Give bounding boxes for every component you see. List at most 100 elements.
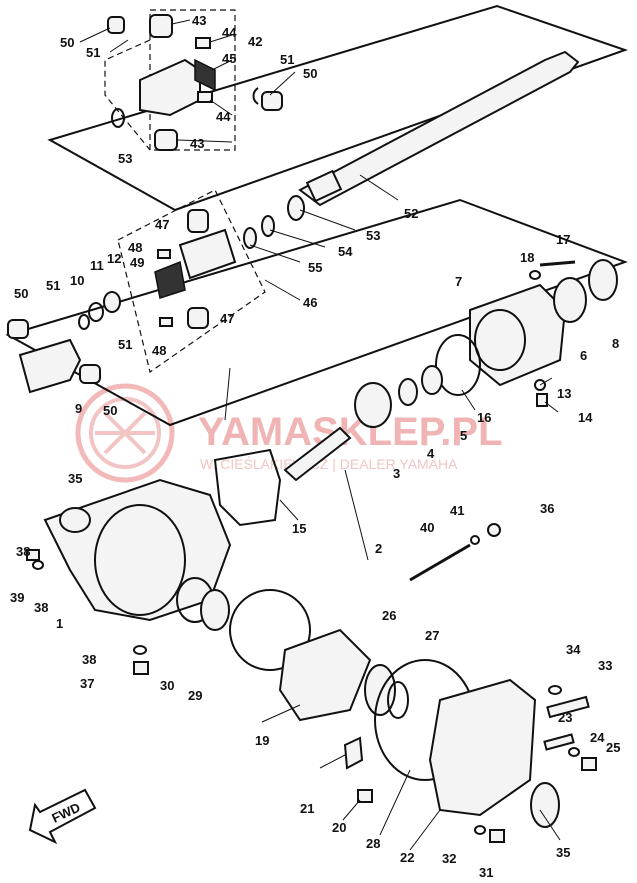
callout-11: 11 bbox=[90, 258, 104, 273]
callout-30: 30 bbox=[160, 678, 174, 693]
bolt-31 bbox=[489, 829, 505, 843]
callout-51: 51 bbox=[86, 45, 100, 60]
callout-6: 6 bbox=[580, 348, 587, 363]
circlip-48-top bbox=[157, 249, 171, 259]
washer-34 bbox=[548, 685, 562, 695]
shim-27 bbox=[387, 681, 409, 719]
callout-numbers: 50 51 43 44 42 45 51 50 44 43 53 52 53 5… bbox=[10, 13, 620, 880]
callout-36: 36 bbox=[540, 501, 554, 516]
callout-26: 26 bbox=[382, 608, 396, 623]
callout-20: 20 bbox=[332, 820, 346, 835]
callout-8: 8 bbox=[612, 336, 619, 351]
nut-25 bbox=[581, 757, 597, 771]
bearing-29 bbox=[200, 589, 230, 631]
callout-35: 35 bbox=[68, 471, 82, 486]
washer-11 bbox=[88, 302, 104, 322]
yoke-upper bbox=[139, 58, 201, 117]
universal-joint-lower bbox=[5, 189, 628, 427]
callout-47: 47 bbox=[155, 217, 169, 232]
bearing-50-right bbox=[261, 91, 283, 111]
circlip-51-right bbox=[252, 87, 259, 105]
dashed-box-46 bbox=[117, 189, 266, 373]
pinion-shaft-2 bbox=[283, 426, 352, 482]
callout-45: 45 bbox=[222, 51, 236, 66]
callout-3: 3 bbox=[393, 466, 400, 481]
callout-21: 21 bbox=[300, 801, 314, 816]
bearing-47-bottom bbox=[187, 307, 209, 329]
callout-10: 10 bbox=[70, 273, 84, 288]
stopper-21 bbox=[343, 736, 364, 770]
callout-7: 7 bbox=[455, 274, 462, 289]
bearing-50-left bbox=[107, 16, 125, 34]
washer-32 bbox=[474, 825, 486, 835]
circlip-53 bbox=[287, 195, 305, 221]
callout-48: 48 bbox=[152, 343, 166, 358]
bolt-37 bbox=[133, 661, 149, 675]
dashed-box-42 bbox=[149, 9, 236, 151]
fwd-arrow-icon: FWD bbox=[28, 788, 97, 845]
callout-14: 14 bbox=[578, 410, 593, 425]
callout-17: 17 bbox=[556, 232, 570, 247]
washer-38-left bbox=[32, 560, 44, 570]
callout-48: 48 bbox=[128, 240, 142, 255]
callout-32: 32 bbox=[442, 851, 456, 866]
oil-seal-12 bbox=[103, 291, 121, 313]
bearing-cup-43-top bbox=[149, 14, 173, 38]
callout-51: 51 bbox=[46, 278, 60, 293]
callout-22: 22 bbox=[400, 850, 414, 865]
callout-43: 43 bbox=[192, 13, 206, 28]
callout-33: 33 bbox=[598, 658, 612, 673]
oil-seal-35-right bbox=[530, 782, 560, 828]
callout-13: 13 bbox=[557, 386, 571, 401]
callout-4: 4 bbox=[427, 446, 435, 461]
callout-53: 53 bbox=[366, 228, 380, 243]
stud-23 bbox=[543, 733, 575, 751]
callout-54: 54 bbox=[338, 244, 353, 259]
callout-29: 29 bbox=[188, 688, 202, 703]
callout-37: 37 bbox=[80, 676, 94, 691]
circlip-48-bottom bbox=[159, 317, 173, 327]
oil-seal-35-left bbox=[59, 507, 91, 533]
shim-15 bbox=[213, 448, 282, 527]
o-ring-10 bbox=[78, 314, 90, 330]
bearing-50-lower-right bbox=[79, 364, 101, 384]
callout-27: 27 bbox=[425, 628, 439, 643]
watermark-dealer: W. CIEŚLAKIEWICZ | DEALER YAMAHA bbox=[200, 455, 458, 472]
bolt-17 bbox=[539, 260, 576, 267]
washer-18 bbox=[529, 270, 541, 280]
callout-5: 5 bbox=[460, 428, 467, 443]
callout-12: 12 bbox=[107, 251, 121, 266]
callout-52: 52 bbox=[404, 206, 418, 221]
callout-50: 50 bbox=[103, 403, 117, 418]
clip-41 bbox=[470, 535, 480, 545]
bearing-5 bbox=[421, 365, 443, 395]
callout-46: 46 bbox=[303, 295, 317, 310]
callout-38: 38 bbox=[82, 652, 96, 667]
universal-joint-upper bbox=[104, 9, 283, 151]
callout-24: 24 bbox=[590, 730, 605, 745]
bearing-housing-group bbox=[283, 259, 618, 482]
callout-15: 15 bbox=[292, 521, 306, 536]
washer-54 bbox=[261, 215, 275, 237]
plug-39 bbox=[26, 549, 40, 561]
callout-55: 55 bbox=[308, 260, 322, 275]
watermark: YAMASKLEP.PL W. CIEŚLAKIEWICZ | DEALER Y… bbox=[75, 383, 503, 483]
differential-casing-group bbox=[26, 448, 597, 843]
callout-41: 41 bbox=[450, 503, 464, 518]
callout-44: 44 bbox=[216, 109, 231, 124]
callout-38: 38 bbox=[34, 600, 48, 615]
drive-shaft bbox=[298, 50, 580, 207]
callout-39: 39 bbox=[10, 590, 24, 605]
spider-45 bbox=[194, 58, 216, 92]
washer-38-bottom bbox=[133, 645, 147, 655]
callout-51: 51 bbox=[280, 52, 294, 67]
bolt-33 bbox=[546, 695, 590, 719]
bearing-47-top bbox=[187, 209, 209, 233]
circlip-53-left bbox=[111, 108, 125, 128]
callout-9: 9 bbox=[75, 401, 82, 416]
o-ring-16 bbox=[435, 334, 481, 396]
leader-lines bbox=[79, 19, 561, 851]
callout-42: 42 bbox=[248, 34, 262, 49]
